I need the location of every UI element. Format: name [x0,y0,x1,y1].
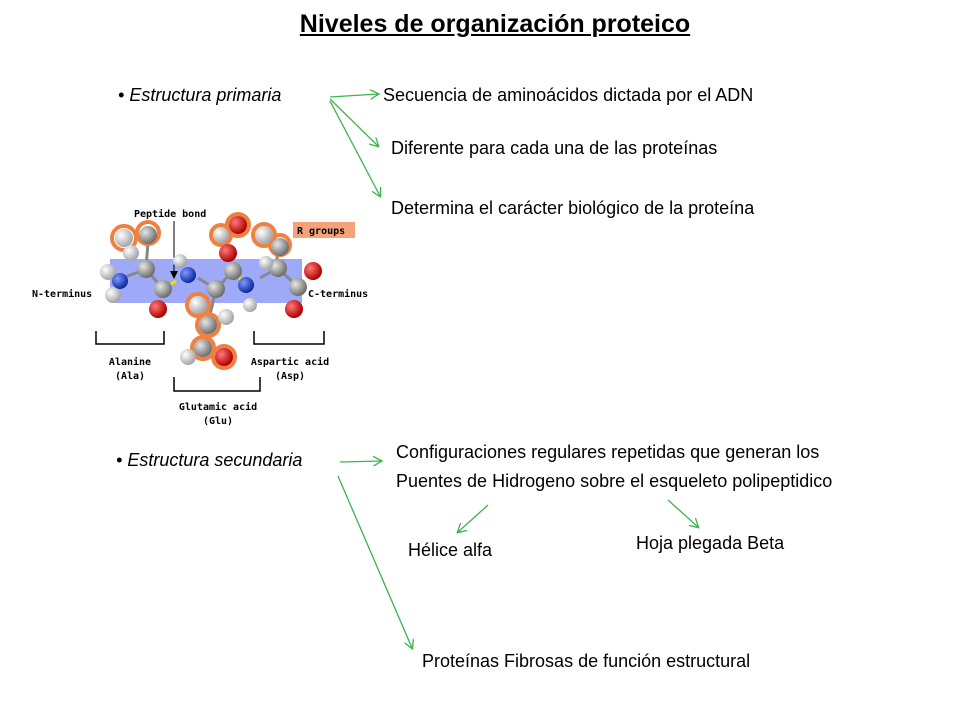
alanine-abbr: (Ala) [115,371,145,382]
primary-structure-label: • Estructura primaria [118,85,282,105]
arrow-fibrous [337,475,412,648]
alpha-helix-label: Hélice alfa [408,540,493,560]
aspartic-label: Aspartic acid [251,356,329,368]
r-groups-label-bg [293,222,355,238]
arrow-alpha-helix [458,504,489,532]
arrow-beta-sheet [667,499,698,527]
primary-point-2: Diferente para cada una de las proteínas [391,138,718,158]
alanine-label: Alanine [109,356,151,368]
secondary-structure-label: • Estructura secundaria [116,450,303,470]
alanine-bracket [95,331,165,345]
arrow-primary-3 [329,100,380,196]
n-terminus-label: N-terminus [32,288,92,300]
fibrous-proteins-label: Proteínas Fibrosas de función estructura… [422,651,751,671]
beta-sheet-label: Hoja plegada Beta [636,533,785,553]
c-terminus-label: C-terminus [308,288,368,300]
secondary-description-line-1: Configuraciones regulares repetidas que … [396,442,820,462]
primary-point-3: Determina el carácter biológico de la pr… [391,198,755,218]
glutamic-label: Glutamic acid [179,401,257,413]
tripeptide-figure: Peptide bond R groups N-terminus C-termi… [32,208,368,427]
secondary-structure-text: Estructura secundaria [127,450,303,470]
primary-point-1: Secuencia de aminoácidos dictada por el … [383,85,754,105]
secondary-description-line-2: Puentes de Hidrogeno sobre el esqueleto … [396,471,833,491]
primary-structure-text: Estructura primaria [129,85,282,105]
aspartic-abbr: (Asp) [275,371,305,382]
aspartic-bracket [253,331,325,345]
arrow-primary-2 [329,98,378,146]
arrow-secondary-1 [339,461,381,462]
arrow-primary-1 [329,94,378,97]
page-title: Niveles de organización proteico [299,10,691,38]
peptide-bond-label: Peptide bond [134,208,206,220]
r-groups-label: R groups [297,226,345,237]
glutamic-bracket [173,377,261,392]
glutamic-abbr: (Glu) [203,416,233,427]
